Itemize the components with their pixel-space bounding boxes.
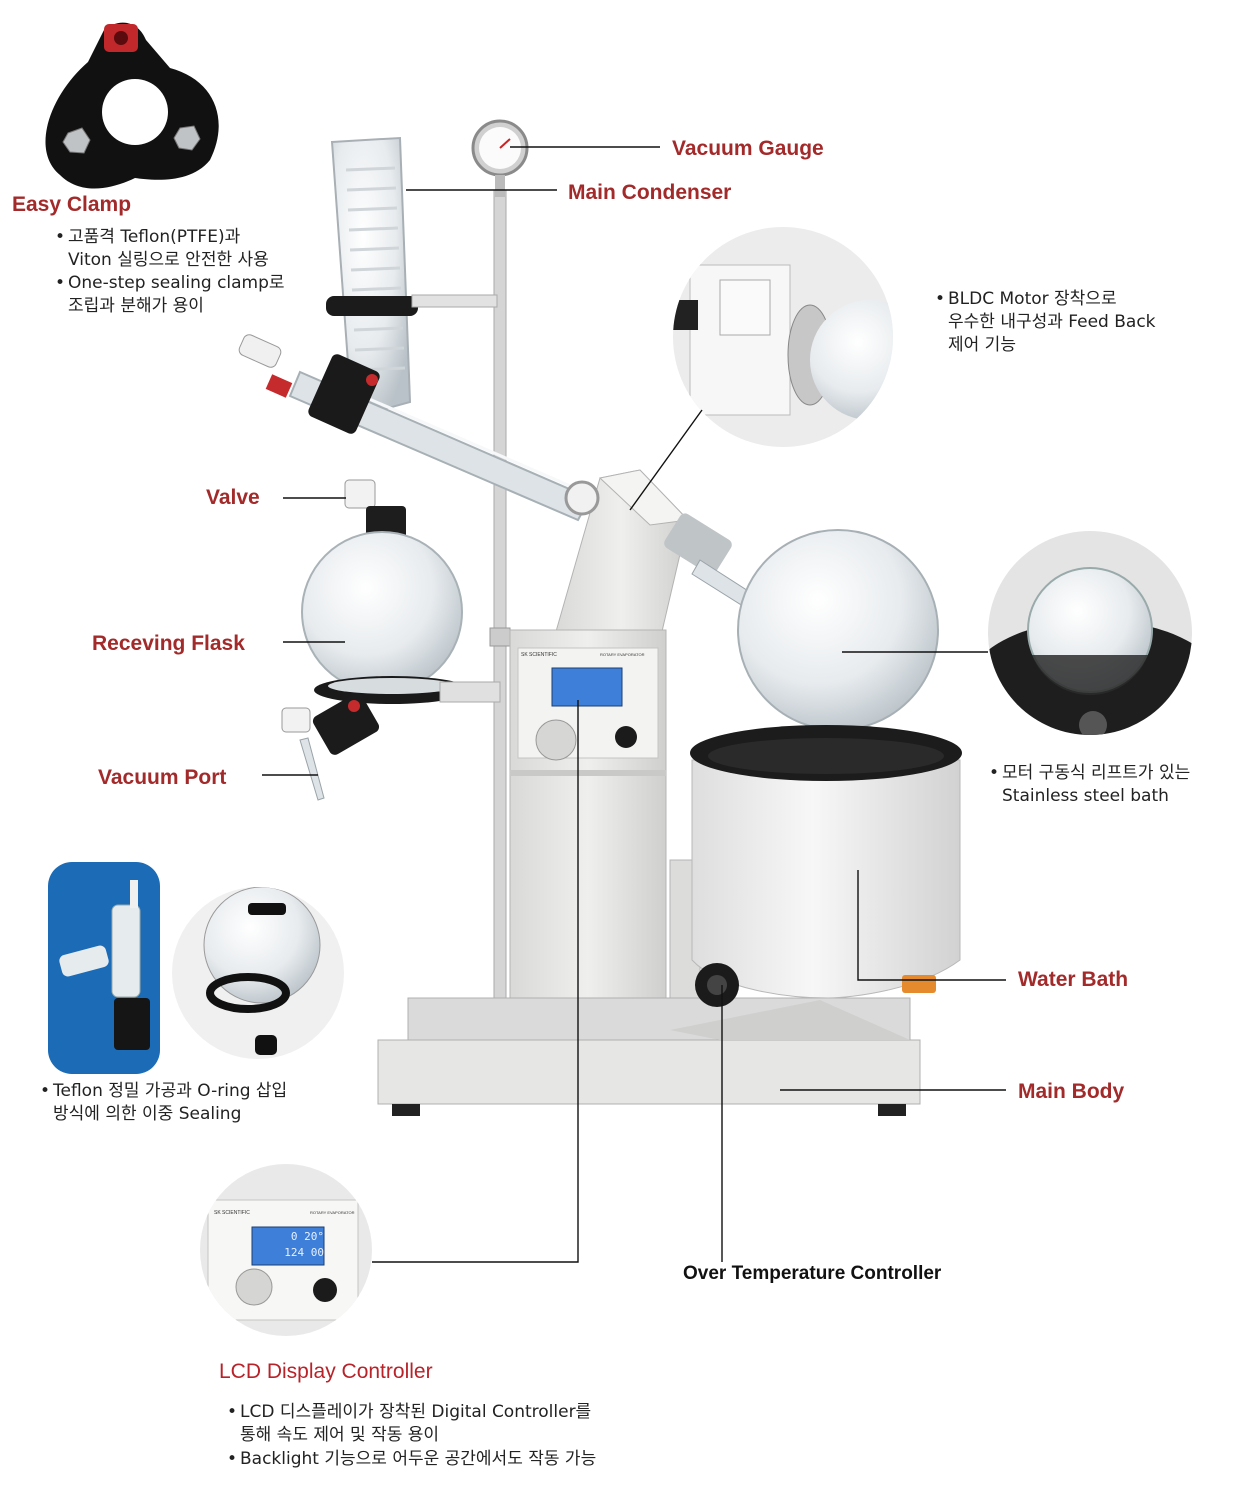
label-valve: Valve (206, 486, 260, 509)
seal-bullet: • Teflon 정밀 가공과 O-ring 삽입 방식에 의한 이중 Seal… (40, 1081, 288, 1124)
easy-clamp-bullet-1: • 고품격 Teflon(PTFE)과 Viton 실링으로 안전한 사용 (55, 227, 269, 270)
label-main-condenser: Main Condenser (568, 181, 732, 204)
leader-lines (262, 146, 1006, 1263)
lcd-closeup-photo (200, 1164, 372, 1336)
evaporating-flask-illustration (691, 529, 939, 731)
condenser-illustration (326, 136, 498, 420)
vacuum-gauge-illustration (471, 119, 529, 197)
label-over-temperature-controller: Over Temperature Controller (683, 1263, 942, 1284)
vacuum-port-illustration (281, 693, 380, 801)
label-easy-clamp: Easy Clamp (12, 193, 132, 216)
motor-bullet: • BLDC Motor 장착으로 우수한 내구성과 Feed Back 제어 … (935, 289, 1156, 355)
seal-closeup-photo (48, 862, 160, 1074)
panel-brand: SK SCIENTIFIC (521, 652, 557, 658)
bath-lift-photo (988, 531, 1192, 735)
label-receiving-flask: Receving Flask (92, 632, 245, 655)
support-rod (489, 189, 511, 1021)
panel-model: ROTARY EVAPORATOR (600, 652, 645, 657)
label-lcd-display-controller: LCD Display Controller (219, 1360, 433, 1383)
lcd-readout-bottom: 124 00 (284, 1246, 324, 1259)
lcd-readout-top: 0 20° (290, 1230, 324, 1243)
label-vacuum-port: Vacuum Port (98, 766, 227, 789)
lcd-bullet-1: • LCD 디스플레이가 장착된 Digital Controller를 통해 … (227, 1402, 592, 1445)
motor-head-illustration (554, 469, 732, 641)
label-water-bath: Water Bath (1018, 968, 1129, 991)
lcd-bullet-2: • Backlight 기능으로 어두운 공간에서도 작동 가능 (227, 1449, 597, 1469)
lcd-photo-model: ROTARY EVAPORATOR (310, 1210, 355, 1215)
vapor-duct-illustration (238, 334, 592, 522)
seal-flask-photo (172, 887, 344, 1059)
control-panel-illustration (517, 647, 659, 761)
easy-clamp-bullet-2: • One-step sealing clamp로 조립과 분해가 용이 (55, 273, 285, 316)
label-vacuum-gauge: Vacuum Gauge (672, 137, 824, 160)
bath-bullet: • 모터 구동식 리프트가 있는 Stainless steel bath (989, 763, 1191, 806)
motor-closeup-photo (673, 227, 893, 447)
lcd-photo-brand: SK SCIENTIFIC (214, 1210, 250, 1216)
label-main-body: Main Body (1018, 1080, 1125, 1103)
easy-clamp-photo (45, 22, 219, 189)
water-bath-illustration (690, 725, 962, 1007)
receiving-flask-illustration (301, 479, 501, 704)
